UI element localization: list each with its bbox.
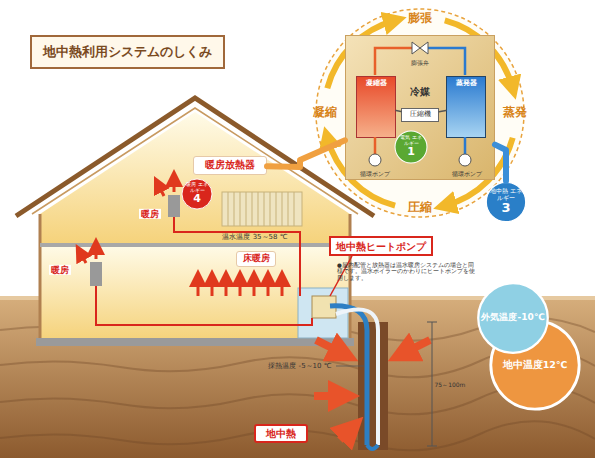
circle-fill: [491, 321, 579, 409]
water-pipe: [464, 137, 467, 154]
footnote: ●屋内配管と放熱器は温水暖房システムの場合と同様です。温水ボイラーのかわりにヒー…: [337, 262, 477, 281]
circle-fill: [478, 283, 548, 353]
cycle-step: 蒸発: [503, 106, 527, 120]
hot-water-pipe: [267, 140, 345, 167]
floor-heating-box: 床暖房: [236, 251, 276, 267]
pump-symbol: [459, 154, 471, 166]
circle-fill: [182, 179, 212, 209]
pump-symbol: [369, 154, 381, 166]
node-text: 暖房 エネルギー: [184, 182, 210, 193]
callout-number: 3: [501, 201, 510, 215]
room-label: 暖房: [49, 265, 71, 275]
node-text: 地中熱ヒートポンプ: [336, 241, 426, 252]
refrigerant-pipe: [375, 48, 412, 75]
temperature-circle: 外気温度-10℃: [476, 281, 550, 355]
expansion-valve: [412, 42, 428, 54]
evaporator-box: 蒸発器: [446, 76, 486, 138]
node-text: 電気 エネルギー: [398, 135, 424, 146]
callout-number: 1: [407, 146, 415, 158]
node-text: 蒸発器: [456, 80, 477, 88]
radiator: [168, 195, 180, 217]
ground-loop-pipe: [336, 310, 378, 445]
radiator-label-box: 暖房放熱器: [193, 156, 267, 175]
callout-number: 4: [193, 193, 201, 205]
ground-heat-box: 地中熱: [254, 424, 308, 443]
floor: [40, 243, 350, 247]
ground-water-pipe: [495, 145, 506, 181]
depth-dimension-label: 75～100m: [435, 382, 466, 389]
node-text: 暖房放熱器: [205, 160, 255, 170]
node-text: 外気温度-10℃: [481, 313, 544, 323]
cycle-arrows: [327, 20, 512, 205]
cycle-circle: [316, 9, 524, 217]
borehole: [358, 322, 388, 450]
energy-circle: 地中熱 エネルギー3: [485, 181, 527, 223]
node-text: 床暖房: [243, 254, 270, 263]
ground-loop-pipe: [330, 306, 367, 445]
ground-floor: [40, 245, 350, 340]
water-pipe: [374, 137, 377, 154]
panel-radiator: [222, 192, 302, 226]
node-text: 冷媒: [410, 86, 430, 97]
node-text: 地中温度12℃: [503, 360, 568, 370]
leader-line: [336, 366, 364, 367]
hot-water-pipe: [174, 217, 300, 296]
part-name: 循環ポンプ: [452, 171, 482, 178]
ground-heat-arrows: [314, 340, 430, 440]
heat-pump-unit-box: 冷媒 凝縮器圧縮機 蒸発器電気 エネルギー1: [345, 35, 495, 180]
node-text: 圧縮機: [410, 111, 431, 119]
wall: [39, 214, 42, 340]
cycle-step: 凝縮: [313, 106, 337, 120]
node-text: 凝縮器: [366, 80, 387, 88]
radiator: [90, 262, 102, 286]
energy-circle: 電気 エネルギー1: [394, 130, 428, 164]
node-text: 地中熱: [266, 428, 296, 439]
circle-fill: [395, 131, 427, 163]
refrigerant-line: [396, 110, 401, 112]
temperature-note: 採熱温度 -5～10 ℃: [268, 362, 331, 370]
roof: [16, 98, 374, 216]
node-text: 地中熱 エネルギー: [489, 188, 523, 201]
cycle-step: 膨張: [408, 12, 432, 26]
refrigerant-line: [439, 111, 446, 112]
slab: [36, 338, 354, 346]
hot-water-pipe: [96, 286, 312, 325]
condenser-box: 凝縮器: [356, 76, 396, 138]
refrigerant-pipe: [428, 48, 465, 75]
circle-fill: [486, 182, 525, 221]
roof-inner: [32, 108, 358, 214]
part-name: 循環ポンプ: [360, 171, 390, 178]
temperature-note: 温水温度 35～58 ℃: [222, 233, 287, 241]
room-label: 暖房: [139, 209, 161, 219]
cycle-step: 圧縮: [408, 201, 432, 215]
compressor-box: 圧縮機: [401, 108, 439, 122]
part-name: 膨張弁: [411, 60, 429, 67]
energy-circle: 暖房 エネルギー4: [181, 178, 213, 210]
ground-loop-bend: [367, 445, 378, 449]
title-box: 地中熱利用システムのしくみ: [30, 35, 225, 69]
heat-pump-title-box: 地中熱ヒートポンプ: [329, 236, 433, 256]
title: 地中熱利用システムのしくみ: [43, 43, 212, 61]
